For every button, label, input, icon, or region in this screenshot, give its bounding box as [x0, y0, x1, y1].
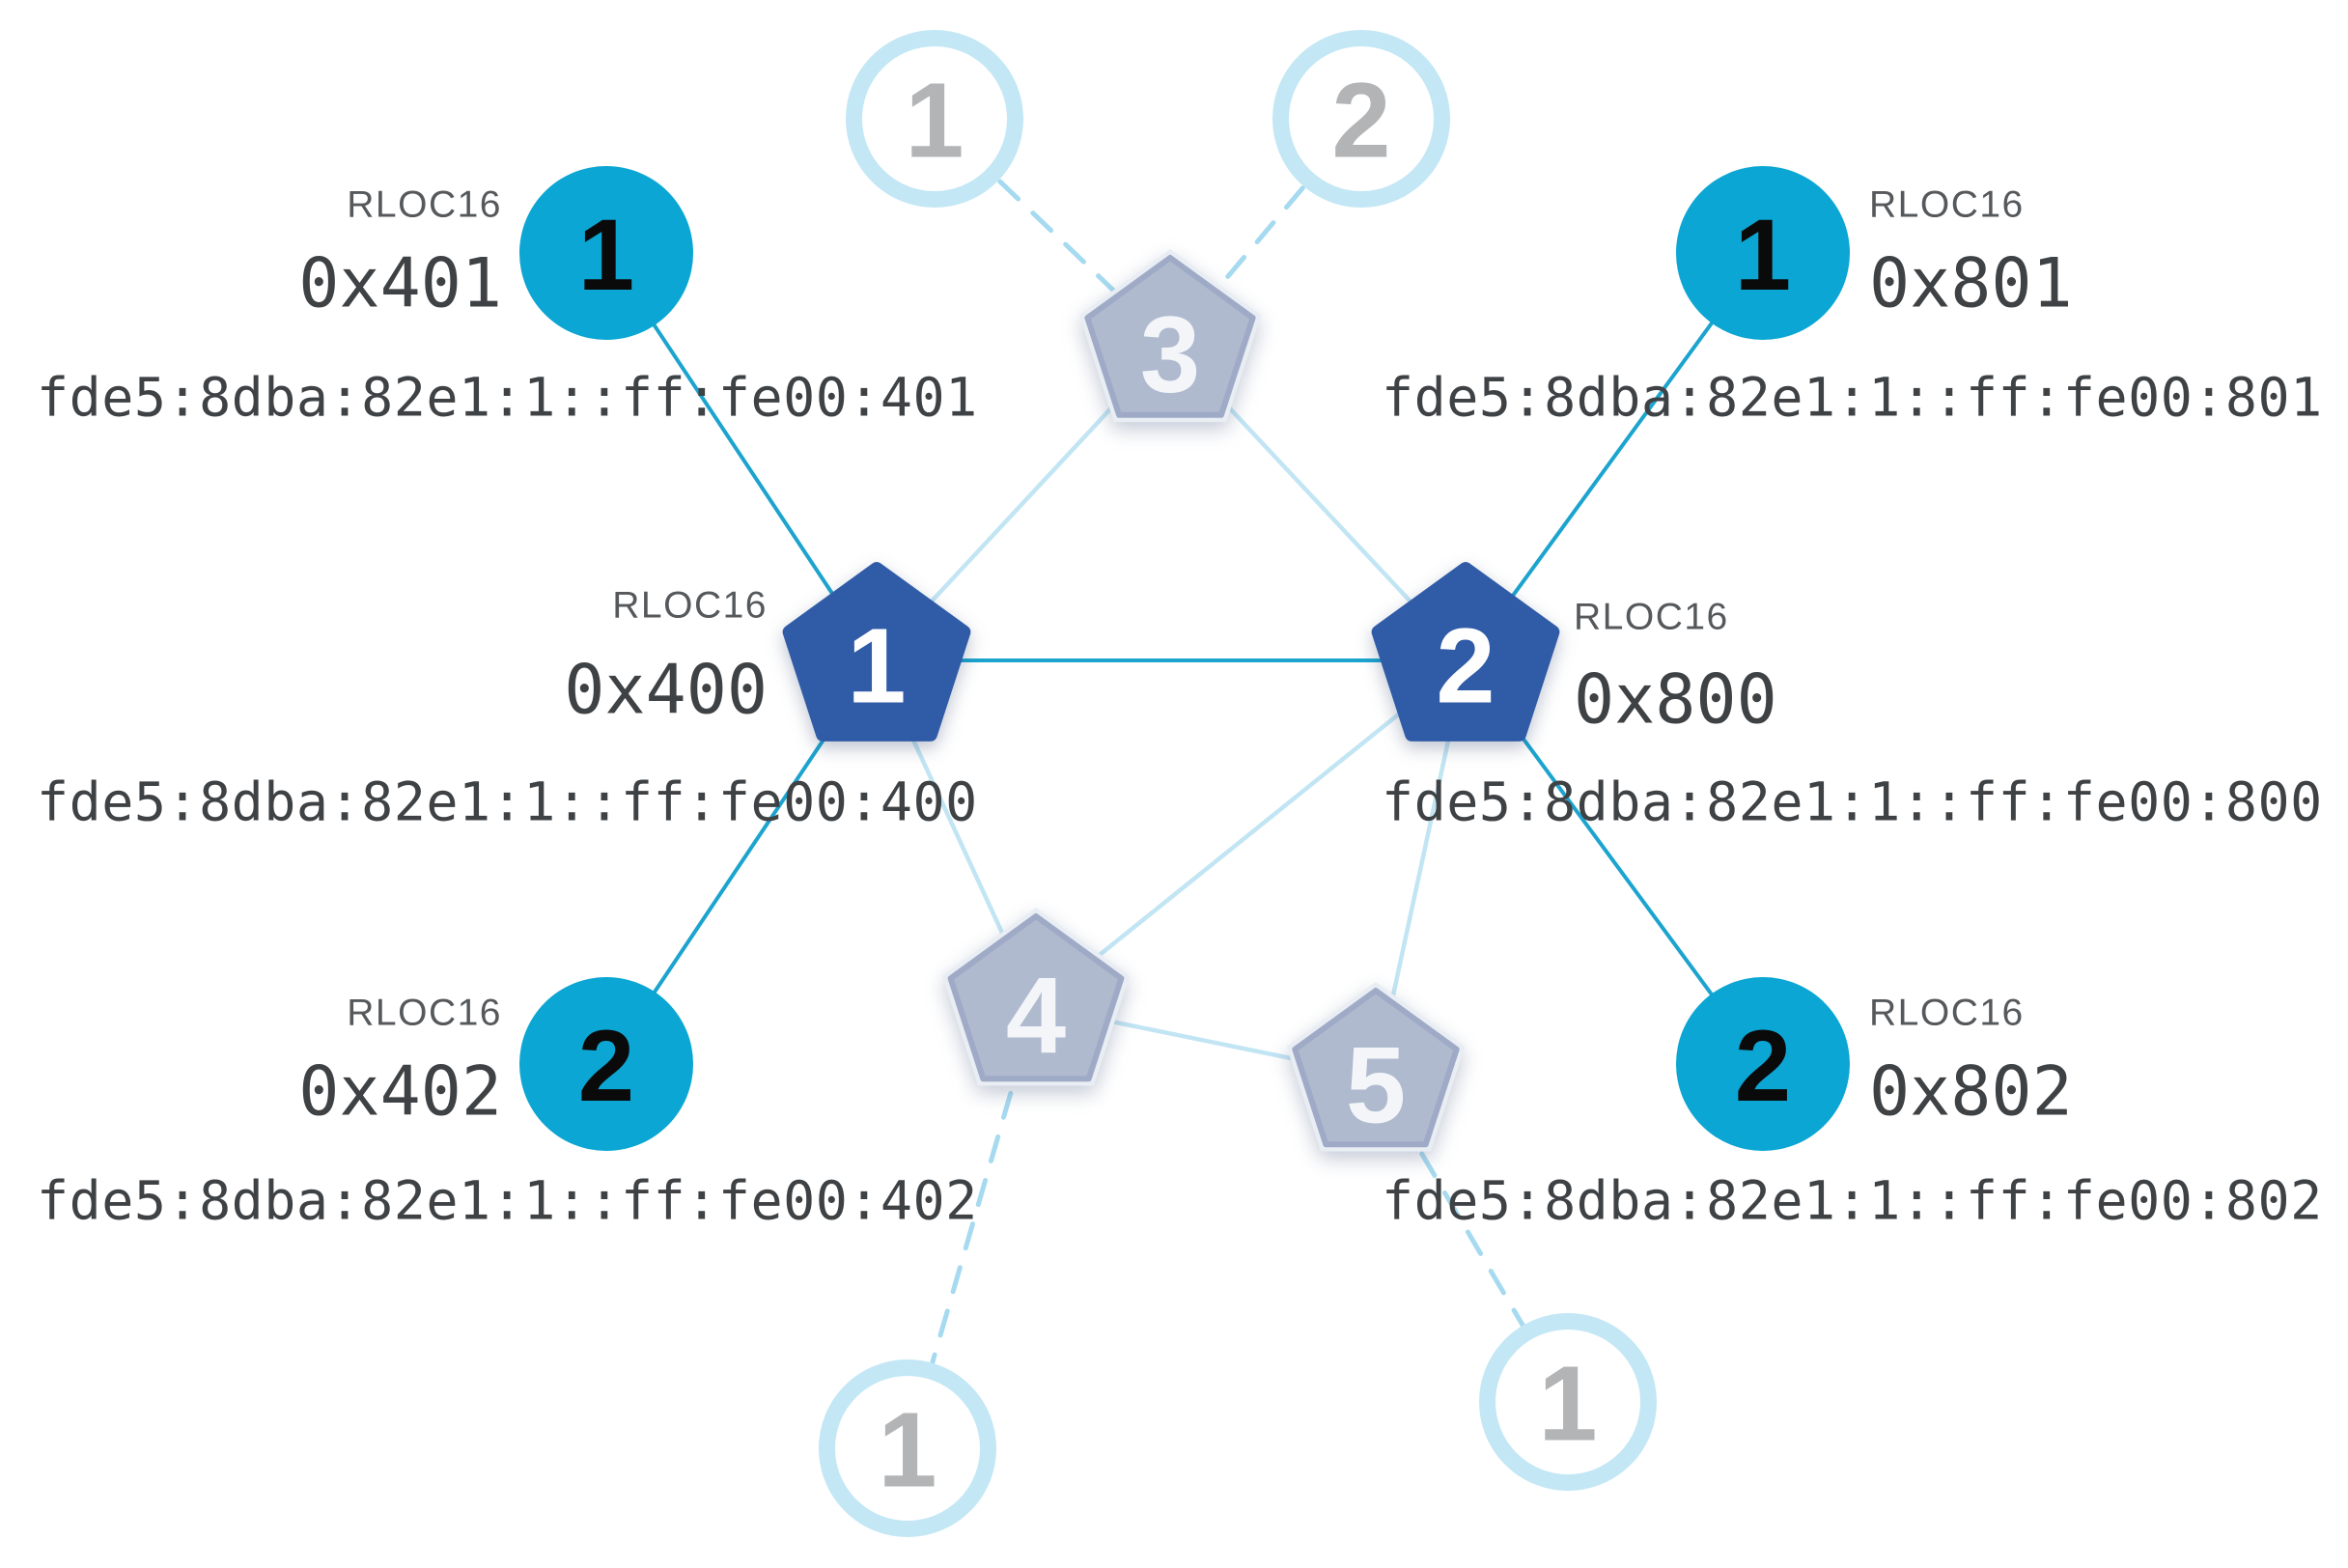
child-circle-outline	[1272, 30, 1450, 208]
child-circle-outline	[819, 1359, 996, 1537]
child-802-node: 2	[1676, 977, 1850, 1151]
rloc16-caption: RLOC16	[1574, 596, 1729, 638]
child-401-node: 1	[519, 166, 693, 340]
rloc16-caption: RLOC16	[347, 992, 502, 1034]
router-1-node: 1	[782, 562, 971, 742]
ipv6-address: fde5:8dba:82e1:1::ff:fe00:801	[1382, 366, 2323, 429]
router-pentagon	[947, 913, 1125, 1082]
child-402-node: 2	[519, 977, 693, 1151]
router-pentagon	[1371, 562, 1560, 742]
router-5-node: 5	[1286, 982, 1466, 1152]
child-circle	[519, 977, 693, 1151]
child-circle	[1676, 977, 1850, 1151]
node-number: 4	[1006, 955, 1066, 1076]
router-pentagon	[1084, 255, 1256, 418]
child-faded-top-2-node: 2	[1272, 30, 1450, 208]
child-circle-outline	[1479, 1313, 1657, 1491]
node-number: 2	[578, 1010, 634, 1123]
rloc16-address: 0x401	[298, 243, 502, 323]
node-number: 1	[1735, 199, 1791, 312]
router-4-node: 4	[942, 908, 1130, 1086]
child-faded-top-1-node: 1	[846, 30, 1023, 208]
rloc16-address: 0x402	[298, 1051, 502, 1132]
router-2-node: 2	[1371, 562, 1560, 742]
rloc16-caption: RLOC16	[612, 584, 768, 627]
node-number: 1	[1538, 1345, 1597, 1464]
ipv6-address: fde5:8dba:82e1:1::ff:fe00:802	[1382, 1169, 2323, 1232]
ipv6-address: fde5:8dba:82e1:1::ff:fe00:401	[37, 366, 978, 429]
ipv6-address: fde5:8dba:82e1:1::ff:fe00:800	[1382, 770, 2323, 833]
child-circle-outline	[846, 30, 1023, 208]
node-number: 1	[847, 607, 906, 726]
router-3-node: 3	[1078, 249, 1262, 423]
rloc16-address: 0x802	[1869, 1051, 2073, 1132]
node-number: 5	[1346, 1024, 1406, 1145]
rloc16-caption: RLOC16	[1869, 992, 2025, 1034]
ipv6-address: fde5:8dba:82e1:1::ff:fe00:402	[37, 1169, 978, 1232]
child-circle	[519, 166, 693, 340]
child-801-node: 1	[1676, 166, 1850, 340]
router-pentagon	[1292, 988, 1460, 1148]
rloc16-caption: RLOC16	[347, 183, 502, 226]
node-number: 3	[1140, 294, 1200, 414]
child-faded-bottom-1-node: 1	[819, 1359, 996, 1537]
node-number: 2	[1436, 607, 1495, 726]
rloc16-address: 0x801	[1869, 243, 2073, 323]
link-router-2-router-4	[1033, 658, 1468, 1009]
node-number: 2	[1735, 1010, 1791, 1123]
child-faded-bottom-2-node: 1	[1479, 1313, 1657, 1491]
router-pentagon	[782, 562, 971, 742]
child-circle	[1676, 166, 1850, 340]
node-number: 1	[905, 62, 964, 181]
rloc16-caption: RLOC16	[1869, 183, 2025, 226]
node-number: 1	[578, 199, 634, 312]
ipv6-address: fde5:8dba:82e1:1::ff:fe00:400	[37, 770, 978, 833]
node-number: 2	[1331, 62, 1390, 181]
rloc16-address: 0x800	[1574, 659, 1777, 740]
node-number: 1	[878, 1391, 936, 1510]
rloc16-address: 0x400	[564, 650, 768, 730]
